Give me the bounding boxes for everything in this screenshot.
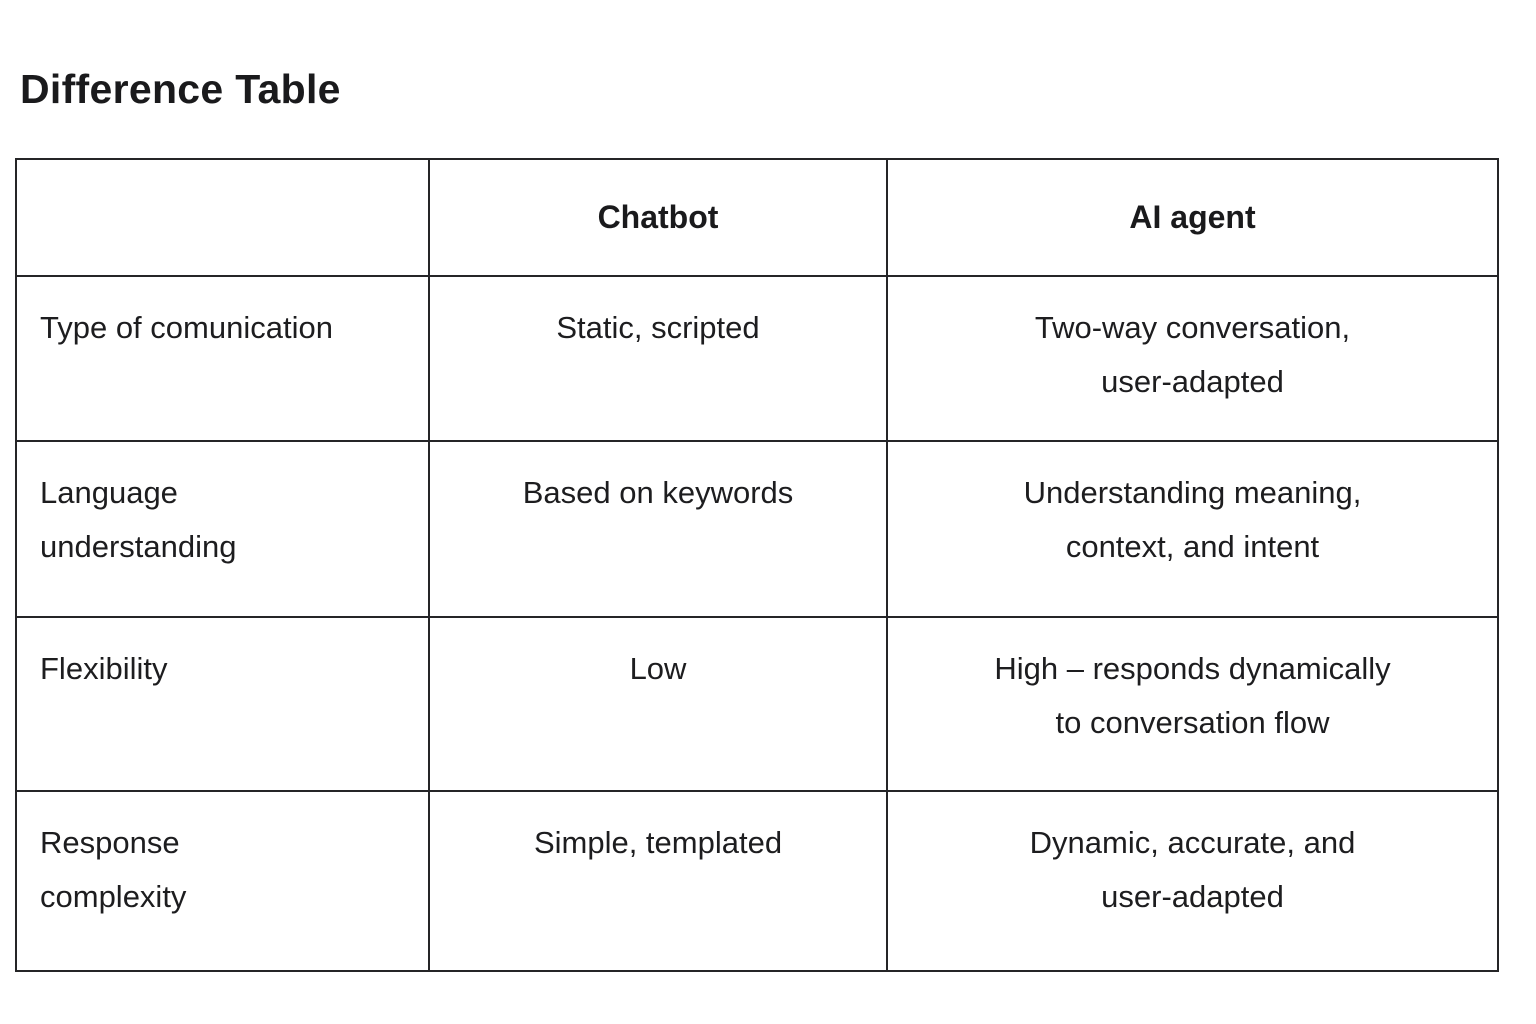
column-header-chatbot: Chatbot <box>428 158 888 278</box>
difference-table: Chatbot AI agent Type of comunication St… <box>15 158 1499 973</box>
chatbot-cell-response-complexity: Simple, templated <box>428 790 888 973</box>
ai-agent-cell-type-of-communication: Two-way conversation, user-adapted <box>886 275 1499 443</box>
ai-agent-cell-response-complexity: Dynamic, accurate, and user-adapted <box>886 790 1499 973</box>
table-header-row: Chatbot AI agent <box>15 158 1499 278</box>
ai-agent-cell-language-understanding: Understanding meaning, context, and inte… <box>886 440 1499 619</box>
table-row: Language understanding Based on keywords… <box>15 440 1499 619</box>
table-row: Response complexity Simple, templated Dy… <box>15 790 1499 973</box>
page-title: Difference Table <box>20 66 341 112</box>
column-header-ai-agent: AI agent <box>886 158 1499 278</box>
row-label-type-of-communication: Type of comunication <box>15 275 430 443</box>
table-row: Type of comunication Static, scripted Tw… <box>15 275 1499 443</box>
table-row: Flexibility Low High – responds dynamica… <box>15 616 1499 793</box>
row-label-flexibility: Flexibility <box>15 616 430 793</box>
chatbot-cell-type-of-communication: Static, scripted <box>428 275 888 443</box>
chatbot-cell-language-understanding: Based on keywords <box>428 440 888 619</box>
row-label-language-understanding: Language understanding <box>15 440 430 619</box>
row-label-response-complexity: Response complexity <box>15 790 430 973</box>
column-header-empty <box>15 158 430 278</box>
ai-agent-cell-flexibility: High – responds dynamically to conversat… <box>886 616 1499 793</box>
chatbot-cell-flexibility: Low <box>428 616 888 793</box>
